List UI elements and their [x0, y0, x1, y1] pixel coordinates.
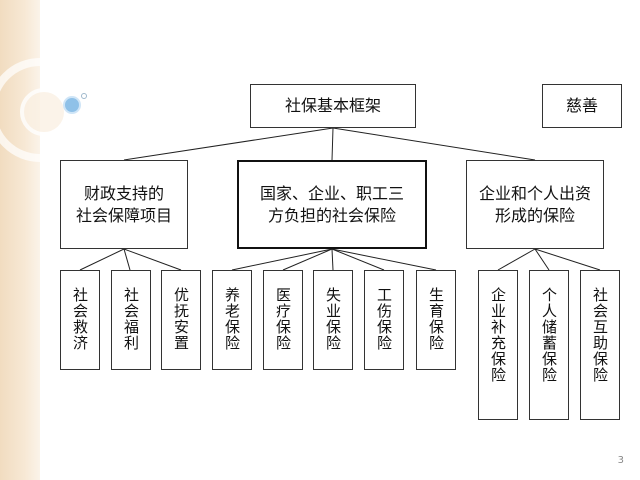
- item-personal-savings-insurance: 个人储蓄保险: [529, 270, 569, 420]
- item-social-welfare-label: 社会福利: [122, 287, 140, 351]
- item-maternity-insurance: 生育保险: [416, 270, 456, 370]
- item-preferential-resettlement-label: 优抚安置: [172, 287, 190, 351]
- item-preferential-resettlement: 优抚安置: [161, 270, 201, 370]
- item-social-relief-label: 社会救济: [71, 287, 89, 351]
- page-number: 3: [617, 455, 624, 466]
- item-pension-insurance-label: 养老保险: [223, 287, 241, 351]
- item-maternity-insurance-label: 生育保险: [427, 287, 445, 351]
- item-mutual-aid-insurance: 社会互助保险: [580, 270, 620, 420]
- decorative-circles: [0, 58, 92, 162]
- charity-node-label: 慈善: [565, 96, 598, 115]
- branch-social-insurance: 国家、企业、职工三 方负担的社会保险: [237, 160, 427, 249]
- item-medical-insurance: 医疗保险: [263, 270, 303, 370]
- branch-enterprise-personal: 企业和个人出资 形成的保险: [466, 160, 604, 249]
- item-unemployment-insurance-label: 失业保险: [324, 287, 342, 351]
- item-social-relief: 社会救济: [60, 270, 100, 370]
- root-node-label: 社保基本框架: [284, 96, 381, 115]
- branch-fiscal-support-label: 财政支持的 社会保障项目: [75, 183, 172, 225]
- branch-fiscal-support: 财政支持的 社会保障项目: [60, 160, 188, 249]
- item-personal-savings-insurance-label: 个人储蓄保险: [540, 287, 558, 383]
- item-social-welfare: 社会福利: [111, 270, 151, 370]
- root-node: 社保基本框架: [250, 84, 416, 128]
- item-enterprise-supplementary-insurance-label: 企业补充保险: [489, 287, 507, 383]
- branch-enterprise-personal-label: 企业和个人出资 形成的保险: [478, 183, 591, 225]
- branch-social-insurance-label: 国家、企业、职工三 方负担的社会保险: [259, 183, 404, 225]
- item-unemployment-insurance: 失业保险: [313, 270, 353, 370]
- item-medical-insurance-label: 医疗保险: [274, 287, 292, 351]
- charity-node: 慈善: [542, 84, 622, 128]
- item-work-injury-insurance-label: 工伤保险: [375, 287, 393, 351]
- item-pension-insurance: 养老保险: [212, 270, 252, 370]
- item-mutual-aid-insurance-label: 社会互助保险: [591, 287, 609, 383]
- item-enterprise-supplementary-insurance: 企业补充保险: [478, 270, 518, 420]
- item-work-injury-insurance: 工伤保险: [364, 270, 404, 370]
